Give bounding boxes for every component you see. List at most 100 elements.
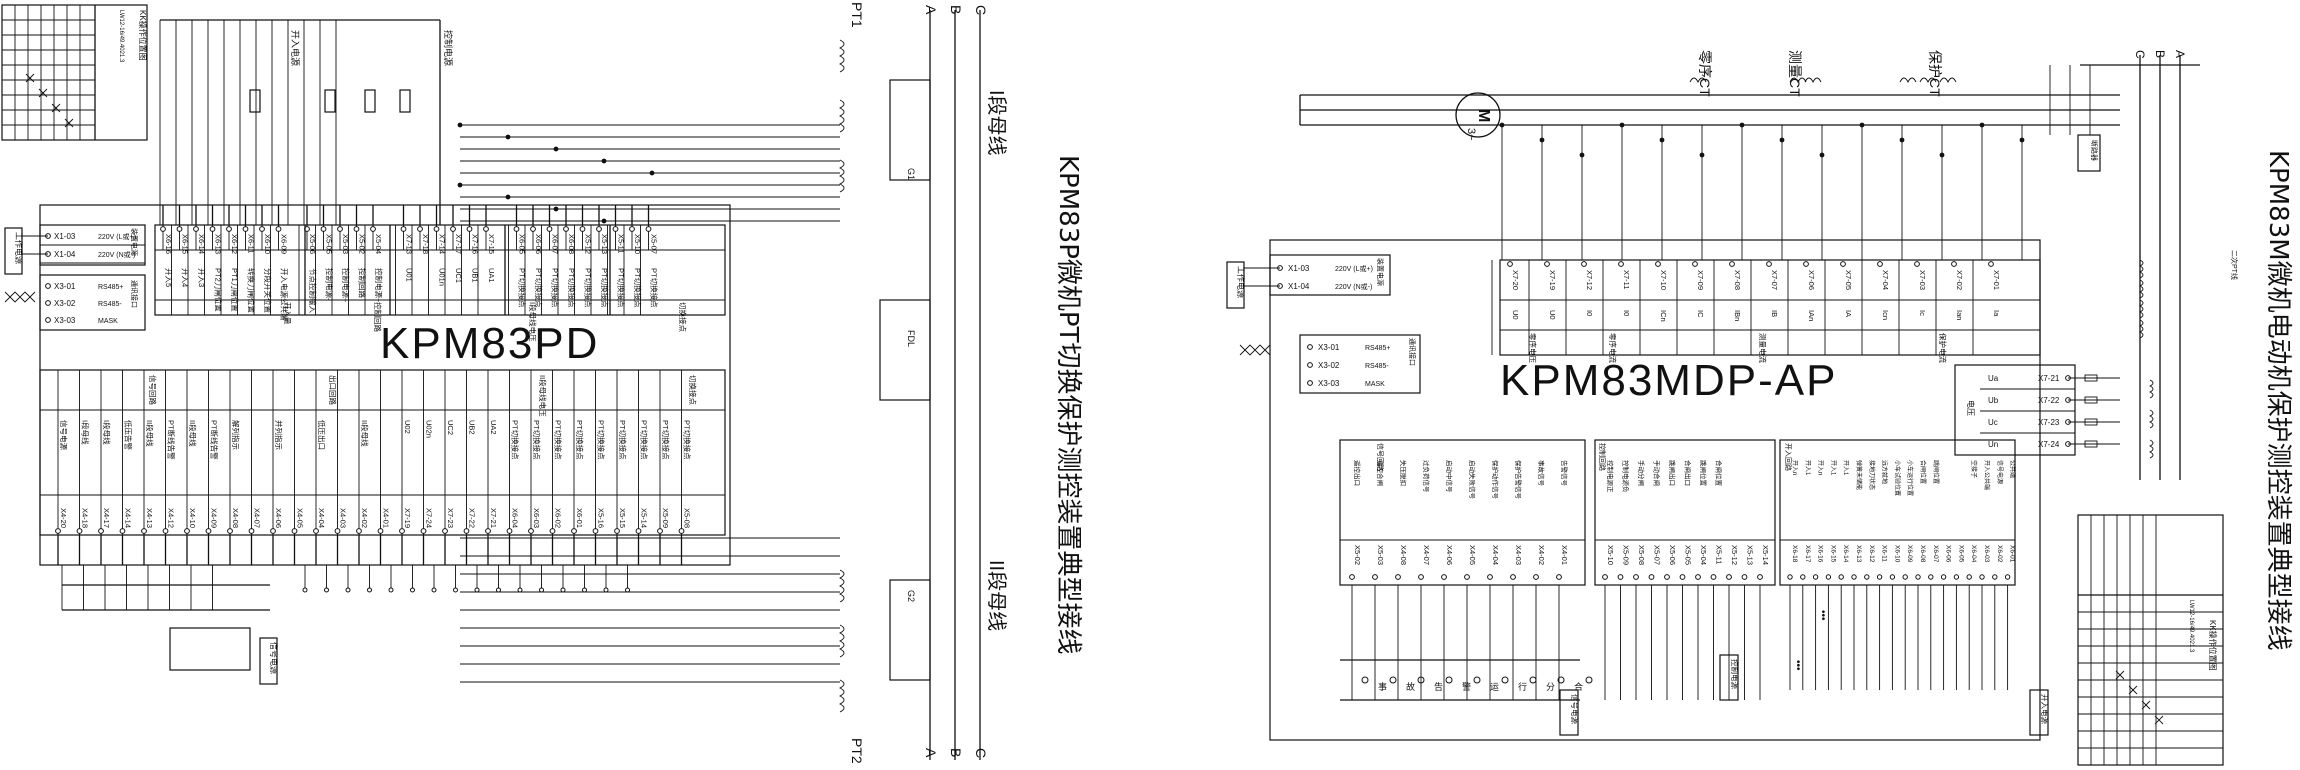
terminal-label: X4-06	[274, 508, 283, 528]
terminal-desc: 开入1	[1804, 460, 1811, 476]
terminal-desc: 转换刀闸位置	[247, 268, 257, 313]
wire	[64, 118, 74, 128]
frame	[169, 627, 251, 671]
wire	[25, 73, 35, 83]
group-label: 零序电压	[1528, 333, 1538, 363]
ct-coil	[1804, 77, 1822, 84]
terminal-label: X7-01	[1992, 270, 2001, 290]
left-signal-power-box: 信号电源	[259, 637, 279, 685]
breaker-box: 断路器	[2077, 134, 2101, 172]
terminal-point	[98, 528, 104, 534]
terminal-desc: Ian	[1955, 310, 1964, 320]
terminal-point	[184, 528, 190, 534]
pt-coil	[838, 624, 845, 658]
terminal-desc: 开入3	[197, 268, 206, 287]
terminal-label: X5-09	[1622, 545, 1631, 565]
terminal-desc: PT断线告警	[167, 420, 177, 460]
terminal-label: X6-11	[247, 234, 256, 253]
group-label: 出口回路	[328, 375, 338, 405]
terminal-end	[410, 587, 415, 593]
terminal-desc: 分段开关位置	[263, 268, 273, 313]
left-wiring-lines: 开入电源控制电源	[39, 10, 981, 760]
terminal-point	[1914, 261, 1920, 267]
frame	[1499, 259, 2041, 356]
junction-dot	[1539, 137, 1545, 143]
terminal-point	[176, 226, 183, 232]
terminal-desc: 跳闸出口	[1668, 460, 1677, 486]
left-power-box: 工作电源	[4, 227, 24, 275]
terminal-point	[1510, 574, 1516, 580]
terminal-end	[367, 587, 372, 593]
terminal-desc: PT切换接点	[534, 268, 544, 308]
terminal-point	[1877, 261, 1883, 267]
group-label: 控制回路	[373, 302, 383, 332]
group-label: I段母线电压	[528, 302, 538, 342]
terminal-desc: 解列指示	[231, 420, 241, 450]
terminal-label: X6-05	[1957, 545, 1964, 563]
ct-coil	[1789, 77, 1807, 84]
frame	[1559, 689, 1579, 736]
terminal-desc: 失压脱扣	[1399, 460, 1408, 486]
terminal-point	[1757, 574, 1763, 580]
pt-coil	[838, 569, 845, 603]
terminal-label: X5-14	[1761, 545, 1770, 565]
terminal-desc: 控制电源+	[341, 268, 351, 303]
lamp-label: 警	[1462, 681, 1471, 692]
lamp-label: 故	[1406, 681, 1415, 692]
frame	[324, 89, 336, 113]
pt-coil	[2138, 319, 2144, 339]
terminal-label: X7-19	[403, 508, 412, 528]
pt-coil	[2148, 439, 2154, 459]
lamp	[1445, 676, 1453, 684]
terminal-desc: 控制电源正	[1606, 460, 1615, 493]
terminal-point	[546, 226, 553, 232]
terminal-label: X5-11	[617, 234, 626, 253]
terminal-label: X6-17	[1804, 545, 1811, 563]
fdl-label: FDL	[906, 330, 916, 347]
terminal-label: X7-17	[454, 234, 463, 254]
terminal-desc: PT切换接点	[511, 420, 521, 460]
terminal-desc: 公共端	[2009, 460, 2017, 478]
group-label: 零序电流	[1608, 333, 1618, 363]
terminal-label: X7-21	[2038, 374, 2060, 383]
power-label: 控制电源	[443, 30, 454, 66]
terminal-label: X1-03	[54, 232, 76, 241]
terminal-label: X6-05	[518, 234, 527, 254]
terminal-point	[485, 528, 491, 534]
terminal-label: X6-13	[214, 234, 223, 254]
frame	[364, 89, 376, 113]
terminal-point	[563, 226, 569, 232]
terminal-label: X5-12	[584, 234, 593, 254]
terminal-desc: 接地刀状态	[1868, 460, 1876, 490]
group-label: 控制回路	[1598, 443, 1607, 471]
terminal-desc: UA1	[487, 268, 496, 283]
frame	[1594, 439, 1776, 586]
terminal-label: X5-05	[1684, 545, 1693, 565]
junction-dot	[1939, 152, 1945, 158]
group-label: 通讯接口	[130, 280, 139, 308]
terminal-label: X6-02	[1996, 545, 2003, 563]
svg-text:工作电源: 工作电源	[1236, 266, 1246, 298]
terminal-desc: I0	[1622, 310, 1631, 316]
terminal-point	[635, 528, 642, 534]
terminal-label: X5-13	[600, 234, 609, 254]
terminal-point	[549, 528, 556, 534]
terminal-desc: 小车运行位置	[1906, 460, 1914, 496]
terminal-point	[337, 226, 343, 232]
terminal-desc: PT切换接点	[683, 420, 693, 460]
terminal-label: X5-03	[1376, 545, 1385, 565]
table-title: KK操作位置图	[138, 10, 148, 61]
right-bottom-terminal-block: X5-02遥控出口X5-03遥控合闸X4-08失压脱扣X4-07过负荷信号X4-…	[1339, 439, 2017, 700]
svg-text:断路器: 断路器	[2090, 140, 2099, 161]
motor-symbol: M 3~	[1455, 92, 1501, 141]
terminal-desc: 保护告警信号	[1514, 460, 1523, 500]
terminal-point	[571, 528, 577, 534]
terminal-point	[579, 226, 586, 232]
svg-text:3~: 3~	[1465, 128, 1477, 141]
terminal-label: X7-24	[425, 508, 434, 528]
terminal-point	[209, 226, 216, 232]
terminal-point	[76, 528, 83, 534]
terminal-label: X5-14	[640, 508, 649, 528]
terminal-end	[539, 587, 544, 593]
